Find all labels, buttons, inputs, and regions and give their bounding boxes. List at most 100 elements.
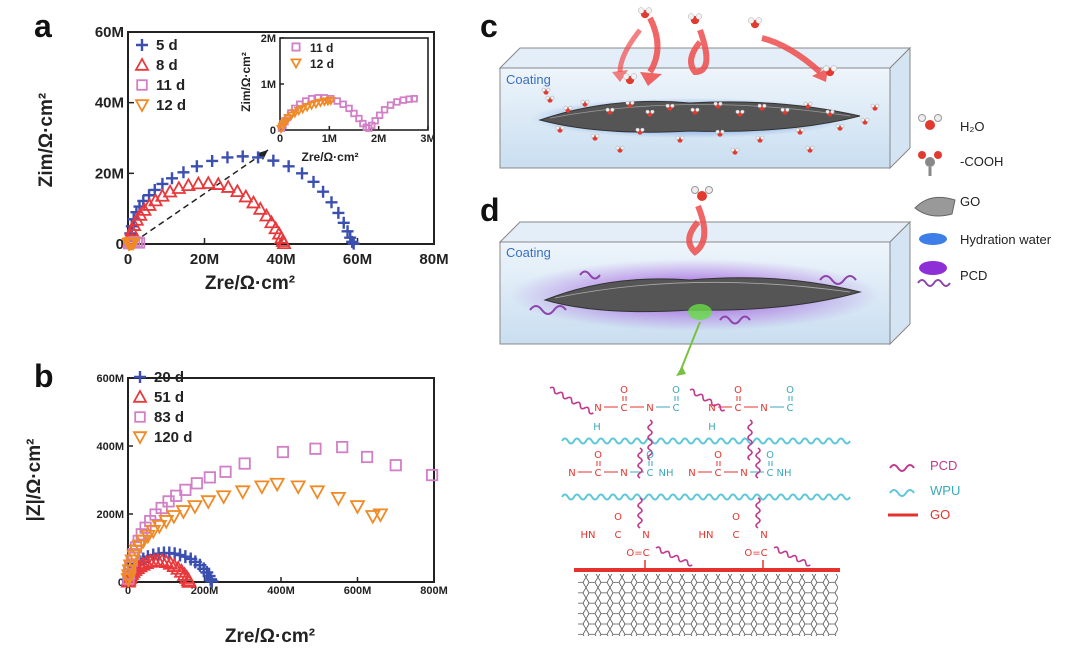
legend-label: 12 d xyxy=(156,97,186,114)
data-point xyxy=(355,114,363,123)
water-molecule xyxy=(748,17,762,29)
legend-label: 11 d xyxy=(310,41,333,55)
water-molecule xyxy=(803,101,813,109)
data-point xyxy=(145,524,162,540)
chem-atom: O xyxy=(714,450,722,461)
chem-atom: O=C xyxy=(626,548,649,559)
chem-atom: O xyxy=(766,450,774,461)
x-tick-label: 2M xyxy=(371,133,386,145)
chem-atom: N xyxy=(688,468,695,479)
water-molecule xyxy=(638,7,652,19)
data-point xyxy=(293,106,304,117)
data-point xyxy=(229,183,245,198)
data-point xyxy=(290,480,307,495)
schematic-figure: Coating H₂O -COOH GO Hydration water PCD xyxy=(498,7,1052,636)
data-point xyxy=(180,177,196,192)
legend-marker xyxy=(291,42,301,52)
data-point xyxy=(296,167,309,180)
zoom-spot xyxy=(688,304,712,320)
data-point xyxy=(200,495,217,510)
data-point xyxy=(238,188,254,203)
chem-atom: NH xyxy=(659,468,674,479)
data-point xyxy=(200,175,216,189)
inset-ylabel: Zim/Ω·cm² xyxy=(239,52,253,112)
chem-atom: HN xyxy=(581,530,596,541)
pcd-chain xyxy=(689,388,726,412)
data-point xyxy=(309,485,326,500)
arrow-c-3 xyxy=(688,28,710,76)
chem-atom: O xyxy=(646,450,654,461)
pcd-chain xyxy=(637,447,643,479)
water-molecule xyxy=(715,129,725,137)
legend-marker xyxy=(132,431,148,445)
data-point xyxy=(350,109,358,118)
chem-atom: N xyxy=(642,530,649,541)
data-point xyxy=(269,477,286,493)
data-point xyxy=(125,237,141,252)
legend-label: 83 d xyxy=(154,409,184,426)
data-point xyxy=(364,510,381,525)
data-point xyxy=(347,237,360,250)
legend-marker xyxy=(134,99,150,113)
data-point xyxy=(276,235,292,249)
water-molecule xyxy=(755,135,765,143)
legend-marker xyxy=(134,57,150,71)
water-molecule xyxy=(645,109,655,117)
data-point xyxy=(307,175,320,188)
pcd-chain xyxy=(549,386,594,415)
chem-atom: HN xyxy=(699,530,714,541)
data-point xyxy=(380,106,389,114)
data-point xyxy=(173,563,190,578)
x-tick-label: 0 xyxy=(277,133,283,145)
x-tick-label: 40M xyxy=(266,251,295,268)
data-point xyxy=(345,104,353,113)
data-point xyxy=(122,559,139,574)
x-tick-label: 80M xyxy=(419,251,448,268)
chart-a-legend: 5 d8 d11 d12 d xyxy=(134,37,186,114)
arrow-d xyxy=(686,204,708,256)
legend-label: 12 d xyxy=(310,57,334,71)
x-tick-label: 0 xyxy=(125,585,131,597)
data-point xyxy=(330,491,347,507)
chem-atom: H xyxy=(708,422,716,433)
y-tick-label: 60M xyxy=(95,24,124,41)
x-tick-label: 60M xyxy=(343,251,372,268)
data-point xyxy=(186,500,203,515)
data-point xyxy=(258,207,274,222)
key-h2o-label: H₂O xyxy=(960,119,985,134)
water-molecule xyxy=(713,101,723,109)
data-point xyxy=(210,176,226,190)
go-lattice xyxy=(578,574,838,636)
data-point xyxy=(221,151,234,164)
x-tick-label: 200M xyxy=(191,585,219,597)
chem-atom: N xyxy=(760,530,767,541)
data-point xyxy=(375,111,384,119)
chem-key-wpu-icon xyxy=(889,489,915,497)
water-molecule xyxy=(623,73,637,85)
water-molecule xyxy=(690,107,700,115)
data-point xyxy=(302,103,313,113)
water-molecule xyxy=(735,109,745,117)
data-point xyxy=(175,505,192,520)
data-point xyxy=(389,459,402,472)
chem-atom: C xyxy=(595,468,602,479)
legend-label: 5 d xyxy=(156,37,178,54)
chem-atom: O xyxy=(594,450,602,461)
water-molecule xyxy=(805,145,815,153)
legend-label: 51 d xyxy=(154,389,184,406)
data-point xyxy=(341,225,354,238)
inset-legend: 11 d 12 d xyxy=(289,41,334,71)
chem-atom: C xyxy=(647,468,654,479)
chem-key-pcd-label: PCD xyxy=(930,458,957,473)
chem-atom: N xyxy=(740,468,747,479)
data-point xyxy=(135,528,148,541)
data-point xyxy=(372,508,389,523)
data-point xyxy=(276,445,290,459)
chem-atom: O xyxy=(620,385,628,396)
water-molecule xyxy=(665,103,675,111)
water-molecule xyxy=(730,147,740,155)
